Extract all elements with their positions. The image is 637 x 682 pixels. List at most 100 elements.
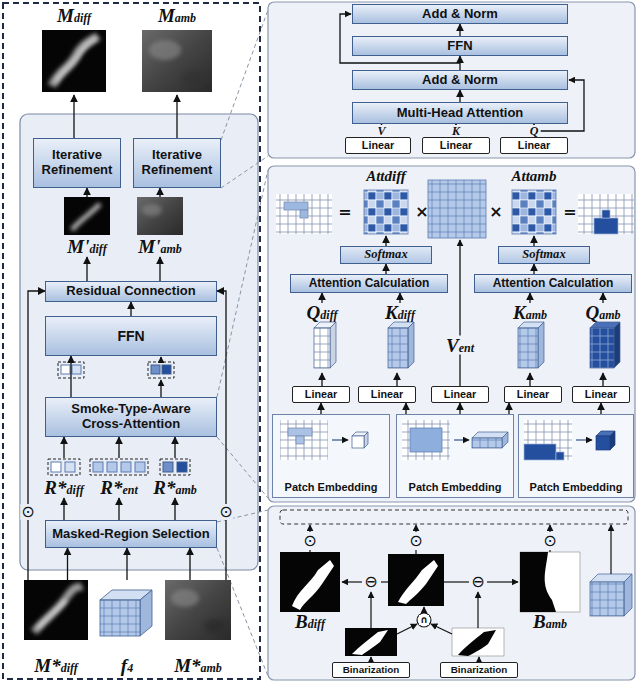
token-group — [93, 462, 103, 472]
connector-arrow — [217, 291, 226, 580]
connector-arrow — [118, 498, 119, 520]
process-box: Smoke-Type-Aware Cross-Attention — [45, 397, 217, 437]
connector-arrow — [533, 264, 534, 274]
math-label: M*amb — [174, 656, 222, 676]
box-label: Residual Connection — [66, 284, 195, 299]
zoom-line — [217, 437, 268, 498]
image-node: M*diff — [22, 580, 90, 676]
operator-symbol: ⊖ — [363, 574, 378, 590]
connector-arrow — [70, 356, 71, 397]
flow-line — [309, 550, 310, 552]
attention-grid — [428, 180, 486, 238]
attention-grid — [602, 210, 610, 218]
process-box: FFN — [352, 36, 568, 56]
mask-figure — [417, 613, 431, 627]
linear-box: Binarization — [332, 662, 410, 678]
process-box: Attention Calculation — [474, 274, 632, 293]
flow-line — [423, 607, 424, 613]
flow-line — [477, 592, 478, 628]
mask-figure — [388, 554, 444, 606]
math-label: Qdiff — [307, 303, 338, 323]
operator-symbol: ⊙ — [218, 504, 233, 520]
smoke-image — [72, 204, 100, 230]
token-group — [61, 365, 70, 374]
box-label: Softmax — [364, 248, 407, 262]
box-label: Patch Embedding — [530, 481, 623, 494]
operator-symbol: = — [337, 204, 352, 220]
connector-arrow — [86, 188, 87, 197]
connector-arrow — [86, 257, 87, 281]
connector-arrow — [529, 293, 530, 303]
smoke-image — [183, 70, 207, 86]
smoke-image — [149, 40, 181, 60]
operator-symbol: ⊙ — [408, 533, 423, 549]
attention-grid — [284, 202, 308, 210]
edge-label: Q — [528, 125, 541, 137]
operator-symbol: = — [562, 204, 577, 220]
flow-line — [342, 581, 362, 582]
patch-embedding-figure — [524, 444, 556, 460]
patch-embedding-figure — [272, 414, 390, 498]
smoke-image — [42, 30, 106, 92]
process-box: Add & Norm — [352, 70, 568, 90]
math-label: Bamb — [533, 612, 567, 632]
mask-figure — [292, 560, 334, 610]
panel — [268, 166, 635, 502]
image-node: Attdiff — [358, 168, 414, 236]
image-node: M'amb — [135, 197, 185, 257]
operator-symbol: ⊙ — [302, 533, 317, 549]
smoke-image — [142, 30, 212, 92]
box-label: Linear — [362, 139, 394, 151]
linear-box: Linear — [292, 386, 350, 403]
linear-box: Linear — [358, 386, 416, 403]
image-node: M'diff — [62, 197, 112, 257]
smoke-image — [64, 197, 110, 235]
panel — [3, 2, 635, 680]
operator-symbol: ⊙ — [542, 533, 557, 549]
box-label: Multi-Head Attention — [397, 106, 524, 121]
smoke-image — [24, 30, 231, 640]
connector-arrow — [28, 291, 45, 580]
flow-line — [310, 525, 611, 662]
image-node: Qamb — [578, 303, 628, 373]
flow-line — [381, 581, 388, 582]
mask-figure — [520, 552, 580, 612]
box-label: Linear — [371, 388, 403, 400]
smoke-image — [24, 580, 88, 640]
box-label: Linear — [440, 139, 472, 151]
attention-grid — [594, 218, 618, 234]
patch-embedding-figure — [296, 436, 304, 444]
connector-arrow — [189, 548, 190, 580]
image-node: Bdiff — [278, 552, 342, 632]
math-label: Kamb — [513, 303, 547, 323]
image-node: Mamb — [140, 6, 214, 95]
patch-embedding-figure — [364, 432, 368, 448]
box-label: Smoke-Type-Aware Cross-Attention — [49, 402, 213, 432]
image-node: R*ent — [88, 458, 150, 498]
attention-grid — [276, 180, 634, 238]
token-group — [72, 365, 81, 374]
feature-cube — [408, 322, 414, 368]
smoke-image — [137, 197, 183, 235]
connector-arrow — [459, 90, 460, 102]
connector-arrow — [602, 293, 603, 303]
token-group — [162, 365, 171, 374]
linear-box: Linear — [422, 137, 490, 154]
patch-embedding-figure — [396, 414, 514, 498]
linear-box: Binarization — [440, 662, 518, 678]
box-label: Add & Norm — [422, 73, 498, 88]
patch-embedding-figure — [280, 420, 328, 460]
math-label: R*amb — [153, 478, 197, 498]
panel — [268, 2, 635, 158]
math-label: M*diff — [34, 656, 78, 676]
connector-arrow — [459, 56, 460, 70]
connector-arrow — [600, 403, 601, 414]
connector-arrow — [321, 373, 322, 386]
flow-line — [397, 624, 417, 634]
box-label: Attention Calculation — [493, 277, 614, 291]
patch-embedding-figure — [596, 436, 610, 450]
zoom-line — [221, 10, 268, 140]
image-node: Kdiff — [378, 303, 422, 373]
token-group — [151, 365, 160, 374]
